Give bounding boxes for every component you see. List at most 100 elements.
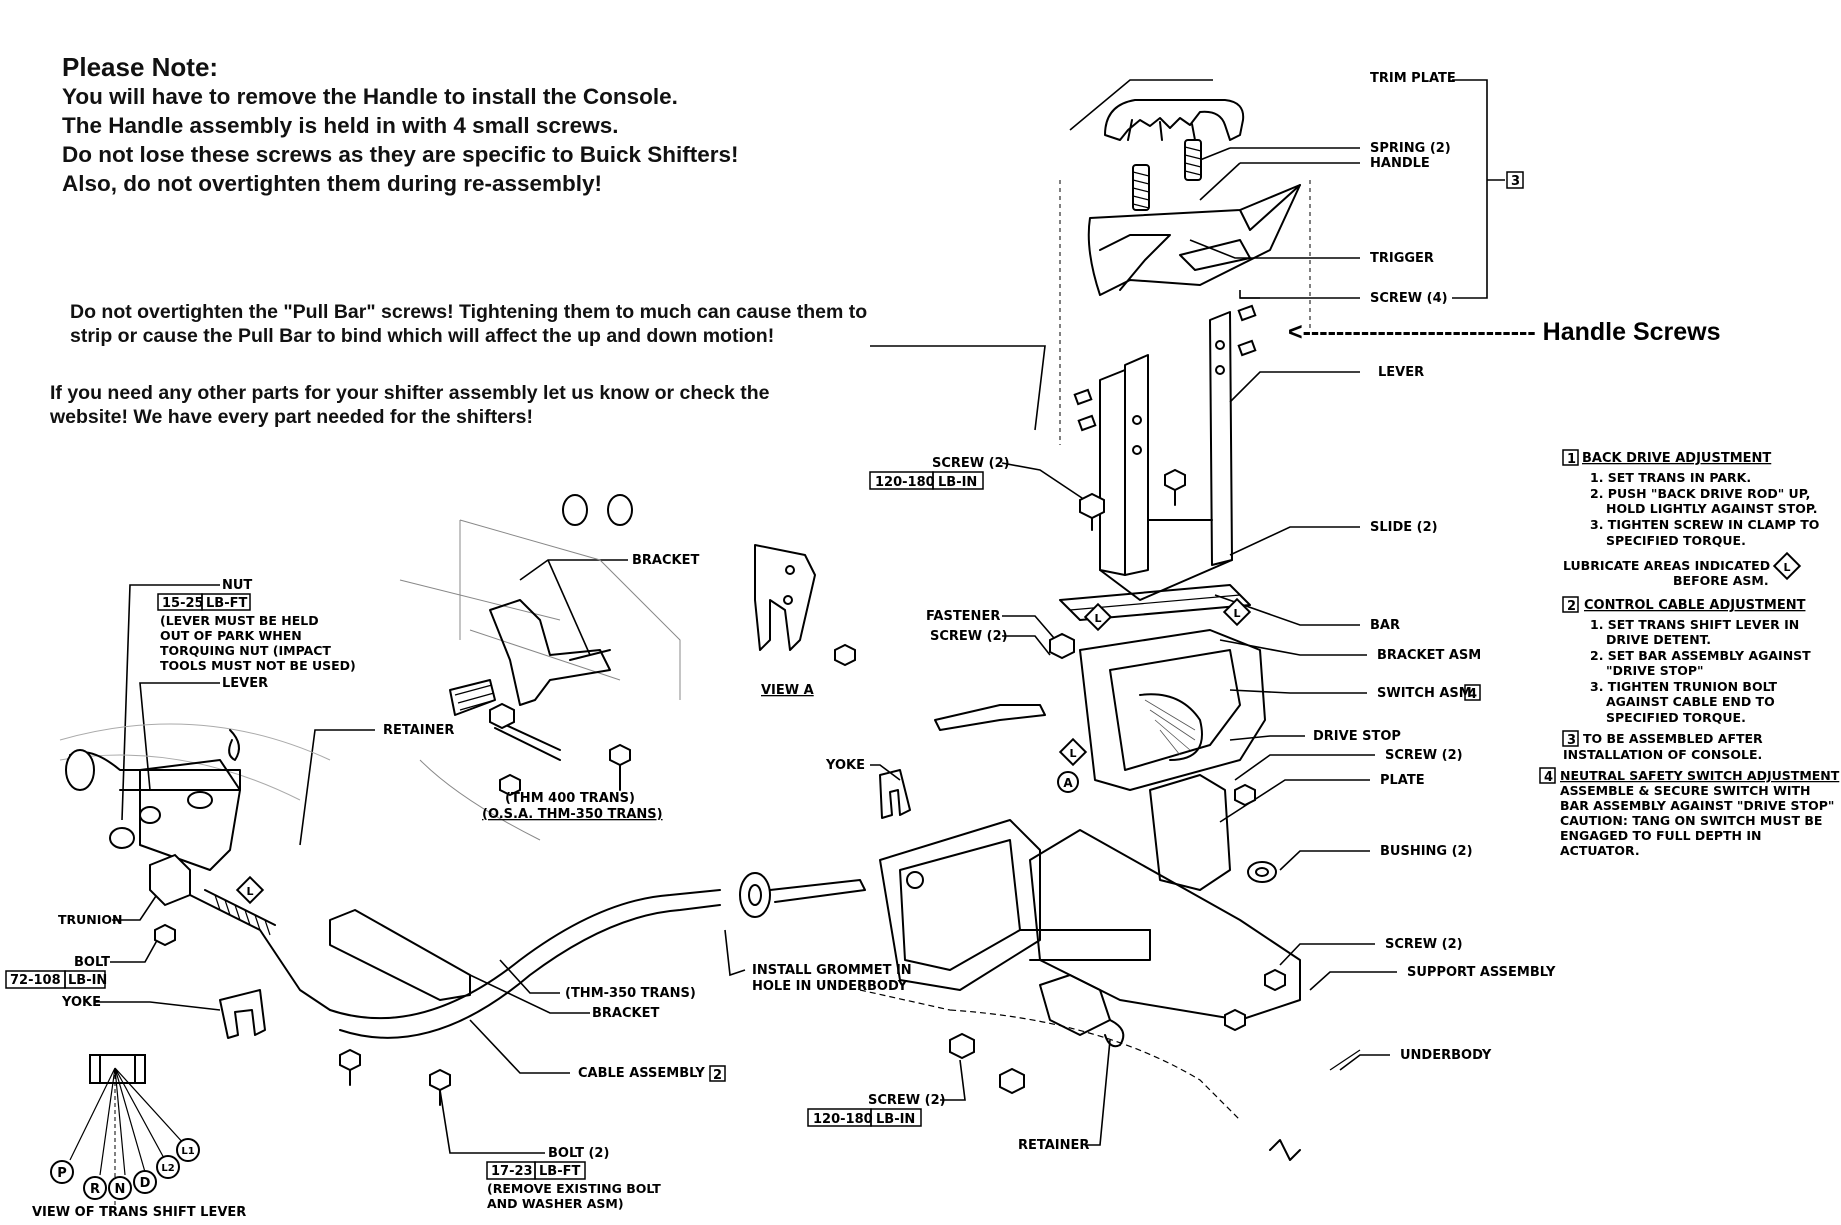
lever-left-leader xyxy=(139,682,220,791)
bushing-icon xyxy=(1247,861,1277,883)
bolt2-leader xyxy=(439,1089,545,1154)
gear-n: N xyxy=(115,1182,126,1197)
svg-text:L: L xyxy=(1069,747,1076,760)
thm350-leader xyxy=(499,959,560,994)
label-thm400: (THM 400 TRANS) xyxy=(505,791,635,806)
label-screw2-bottom: SCREW (2) xyxy=(868,1093,946,1108)
screw2-support-leader xyxy=(1279,943,1375,966)
label-lever-left: LEVER xyxy=(222,676,268,691)
trigger-leader xyxy=(1189,239,1360,259)
support-assembly-leader xyxy=(1309,971,1397,991)
instr-s1-line-4: 3. TIGHTEN SCREW IN CLAMP TO xyxy=(1590,517,1819,532)
trim-plate-bracket xyxy=(1452,79,1488,299)
switch-asm-leader xyxy=(1229,689,1367,694)
label-screw2-fastener: SCREW (2) xyxy=(930,629,1008,644)
svg-text:L: L xyxy=(1094,612,1101,625)
instr-s1-line-1: 1. SET TRANS IN PARK. xyxy=(1590,470,1751,485)
yoke-mid-shape xyxy=(879,769,911,819)
instr-lubricate-1: LUBRICATE AREAS INDICATED xyxy=(1563,558,1770,573)
instr-callout-3: 3 xyxy=(1567,733,1576,748)
pullbar-warning-line-1: Do not overtighten the "Pull Bar" screws… xyxy=(70,301,868,323)
instr-s3-line-1: TO BE ASSEMBLED AFTER xyxy=(1583,731,1763,746)
view-a-drawing xyxy=(754,544,856,667)
callout-a: A xyxy=(1063,776,1073,790)
leader-lines xyxy=(95,79,1505,1154)
label-trim-plate: TRIM PLATE xyxy=(1370,71,1456,86)
instr-s4-line-5: ACTUATOR. xyxy=(1560,843,1640,858)
instr-s4-line-3: CAUTION: TANG ON SWITCH MUST BE xyxy=(1560,813,1822,828)
lever-top-leader xyxy=(1229,371,1360,403)
view-a-bracket xyxy=(754,544,816,651)
support-assembly-shape xyxy=(1029,829,1301,1021)
screw-icons-lower xyxy=(949,783,1286,1095)
callout-4-switch: 4 xyxy=(1468,687,1477,702)
label-install-grommet-2: HOLE IN UNDERBODY xyxy=(752,979,908,994)
lever-right-plate xyxy=(1209,311,1233,566)
label-osa-thm350: (O.S.A. THM-350 TRANS) xyxy=(482,807,663,822)
nut-icon xyxy=(109,827,135,849)
svg-text:L: L xyxy=(1783,561,1790,574)
fastener-leader xyxy=(1002,615,1061,646)
torque-17-23: 17-23 xyxy=(491,1164,533,1179)
label-handle: HANDLE xyxy=(1370,156,1430,171)
trigger-shape xyxy=(1179,239,1251,271)
label-nut-note-4: TOOLS MUST NOT BE USED) xyxy=(160,658,356,673)
torque-120-180-bottom: 120-180 xyxy=(813,1112,873,1127)
label-screw2-support: SCREW (2) xyxy=(1385,937,1463,952)
label-switch-asm: SWITCH ASM xyxy=(1377,686,1472,701)
note-line-3: Do not lose these screws as they are spe… xyxy=(62,142,739,167)
label-screw4: SCREW (4) xyxy=(1370,291,1448,306)
svg-text:L: L xyxy=(246,885,253,898)
torque-15-25: 15-25 xyxy=(162,596,204,611)
label-fastener: FASTENER xyxy=(926,609,1000,624)
label-trunion: TRUNION xyxy=(58,912,123,927)
instr-s2-line-2: DRIVE DETENT. xyxy=(1606,632,1711,647)
lower-bracket-shape xyxy=(879,819,1041,991)
nut-leader xyxy=(121,584,220,821)
lb-ft-nut: LB-FT xyxy=(206,596,247,611)
parts-note-line-2: website! We have every part needed for t… xyxy=(50,406,533,428)
note-line-2: The Handle assembly is held in with 4 sm… xyxy=(62,113,619,138)
plate-leader xyxy=(1219,779,1370,823)
bracket-bottom-leader xyxy=(469,974,590,1014)
gear-l2: L2 xyxy=(161,1163,174,1174)
instr-s2-line-6: AGAINST CABLE END TO xyxy=(1606,694,1775,709)
torque-72-108: 72-108 xyxy=(10,973,61,988)
label-view-a: VIEW A xyxy=(761,683,814,698)
callout-3-box: 3 xyxy=(1511,174,1520,189)
slide-leader xyxy=(1229,526,1360,556)
label-nut-note-3: TORQUING NUT (IMPACT xyxy=(160,643,331,658)
spring-right xyxy=(1184,139,1202,181)
grommet-leader xyxy=(724,929,746,977)
instr-s1-title: BACK DRIVE ADJUSTMENT xyxy=(1582,451,1771,466)
label-bar: BAR xyxy=(1370,618,1400,633)
bracket-top-leader xyxy=(519,559,628,581)
underbody-leader xyxy=(1339,1054,1390,1071)
part-labels: TRIM PLATE SPRING (2) HANDLE TRIGGER SCR… xyxy=(5,71,1556,1220)
gear-p: P xyxy=(57,1166,67,1181)
label-retainer-left: RETAINER xyxy=(383,723,454,738)
parts-note-line-1: If you need any other parts for your shi… xyxy=(50,382,770,404)
switch-asm-shape xyxy=(1139,693,1203,761)
bolt-top-icon xyxy=(562,494,588,526)
lever-left-shape xyxy=(139,759,241,871)
cable-spring xyxy=(449,679,496,716)
pullbar-pointer-line xyxy=(870,345,1046,431)
instr-s2-line-5: 3. TIGHTEN TRUNION BOLT xyxy=(1590,679,1777,694)
label-bolt2-note-1: (REMOVE EXISTING BOLT xyxy=(487,1181,661,1196)
gear-d: D xyxy=(140,1176,151,1191)
bracket-top-shape xyxy=(489,599,611,706)
instr-s3-line-2: INSTALLATION OF CONSOLE. xyxy=(1563,747,1762,762)
bolt-icon xyxy=(154,923,176,947)
trans-cable-drawing xyxy=(59,494,866,1106)
yoke-left-shape xyxy=(219,989,266,1039)
pullbar-warning-line-2: strip or cause the Pull Bar to bind whic… xyxy=(70,325,775,347)
screw2-right-leader xyxy=(1234,754,1375,781)
instr-s2-line-4: "DRIVE STOP" xyxy=(1606,663,1704,678)
cable-assembly-leader xyxy=(469,1019,570,1074)
underbody-dashed-line xyxy=(859,989,1241,1121)
label-nut-note-2: OUT OF PARK WHEN xyxy=(160,628,302,643)
label-bolt: BOLT xyxy=(74,955,110,970)
label-plate: PLATE xyxy=(1380,773,1425,788)
